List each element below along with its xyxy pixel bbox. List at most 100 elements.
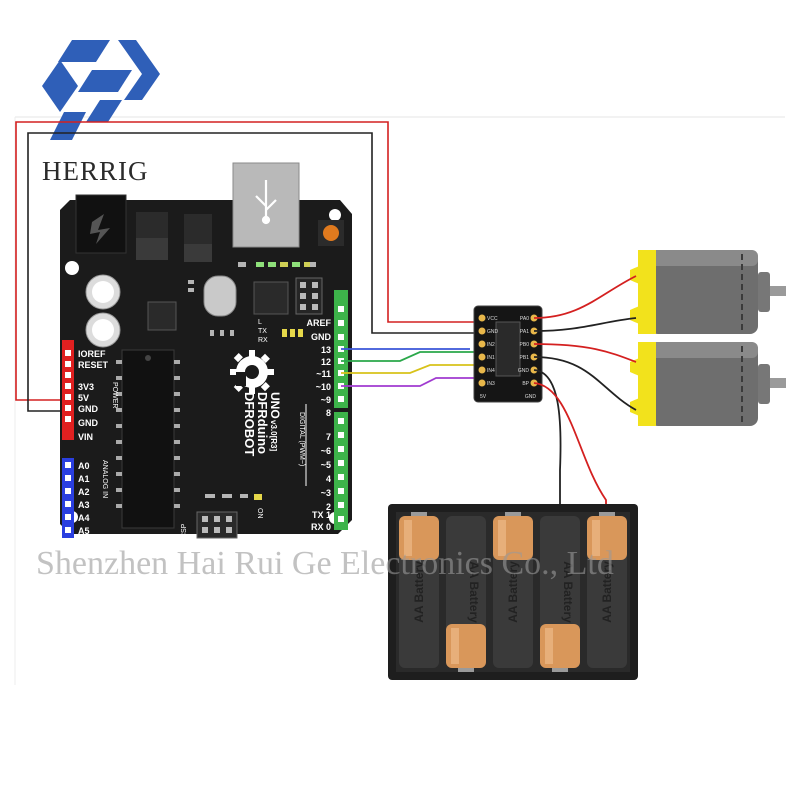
atmega-chip [121,349,175,529]
driver-pin-label: GND [518,368,530,374]
motor-driver-module: VCC GND IN2 IN1 IN4 IN3 PA0 PA1 PB0 PB1 … [473,305,543,403]
driver-pin-label: PB0 [520,342,530,348]
on-led [254,494,262,500]
digital-pin-label: ~5 [321,460,331,470]
power-pin-label: IOREF [78,349,106,359]
crystal [203,275,237,317]
dc-motor-bottom [630,342,786,426]
digital-pin-label: 13 [321,345,331,355]
power-bolt-icon [90,214,110,244]
usb-chip [253,281,289,315]
analog-pin-label: A3 [78,500,90,510]
digital-pin-label: AREF [307,318,332,328]
mount-hole [65,261,79,275]
power-jack [75,194,127,254]
led-rx-label: RX [258,337,268,344]
status-leds [256,262,312,337]
digital-pin-label: 8 [326,408,331,418]
digital-pin-label: ~6 [321,446,331,456]
led-tx-label: TX [258,328,267,335]
dc-motor-top [630,250,786,334]
aa-battery-cell: AA Battery [446,516,486,672]
regulator [136,212,168,238]
driver-pin-label: PA1 [520,329,529,335]
battery-red-wire [533,382,607,512]
driver-pin-label: IN2 [487,342,495,348]
aa-battery-cell: AA Battery [540,516,580,672]
usb-icon [255,180,277,225]
digital-pin-label: ~10 [316,382,331,392]
driver-pin-label: VCC [487,316,498,322]
watermark-text: Shenzhen Hai Rui Ge Electronics Co., Ltd [36,545,614,582]
digital-pin-label: ~3 [321,488,331,498]
driver-pin-label: IN3 [487,381,495,387]
power-section-label: POWER [111,382,118,408]
board-version: v3.0[R3] [269,420,278,451]
mount-hole [329,209,341,221]
battery-label: AA Battery [412,561,426,623]
analog-pin-label: A1 [78,474,90,484]
digital-pin-label: ~11 [316,369,331,379]
led-l-label: L [258,319,262,326]
motor-b-black-wire [533,356,637,411]
digital-section-label: DIGITAL (PWM~) [298,412,305,466]
motor-a-black-wire [533,317,637,332]
driver-pin-label: PA0 [520,316,529,322]
small-chip [147,301,177,331]
analog-header: A0 A1 A2 A3 A4 A5 ANALOG IN [62,458,108,538]
black-wire-gnd [27,132,476,412]
battery-cells: AA Battery AA Battery AA Battery AA Battery… [399,512,627,672]
digital-pin-label: RX 0 [311,522,331,532]
digital-pin-label: 4 [326,474,331,484]
red-wire-5v [15,121,476,401]
brand-name: HERRIG [42,156,149,186]
on-label: ON [256,508,263,519]
analog-pin-label: A2 [78,487,90,497]
green-wire-d12 [341,351,476,362]
power-pin-label: GND [78,418,99,428]
regulator [184,214,212,244]
digital-pin-label: TX 1 [312,510,331,520]
power-header: IOREF RESET 3V3 5V GND GND VIN POWER [62,340,118,442]
icsp-label: ICSP [181,523,188,540]
motor-a-red-wire [533,275,637,319]
analog-pin-label: A0 [78,461,90,471]
battery-label: AA Battery [561,561,575,623]
driver-pin-label: PB1 [520,355,530,361]
digital-pin-label: ~9 [321,395,331,405]
driver-bottom-right-label: GND [525,394,537,400]
battery-label: AA Battery [467,561,481,623]
power-pin-label: RESET [78,360,109,370]
driver-bottom-left-label: 5V [480,394,487,400]
battery-label: AA Battery [506,561,520,623]
digital-pin-label: 2 [326,502,331,512]
arduino-board: L TX RX [60,162,352,540]
power-pin-label: GND [78,404,99,414]
board-name-line3: UNO [268,392,282,419]
yellow-wire-d11 [341,364,476,374]
driver-pin-label: IN4 [487,368,495,374]
aa-battery-cell: AA Battery [493,512,533,668]
digital-pin-label: GND [311,332,332,342]
driver-pin-label: GND [487,329,499,335]
dfrobot-gear-icon [230,350,274,394]
board-name-line2: DFRduino [255,392,270,454]
analog-pin-label: A4 [78,513,90,523]
battery-black-wire [533,369,562,512]
purple-wire-d10 [341,377,476,387]
herrig-logo-icon [42,40,160,140]
driver-pin-label: IN1 [487,355,495,361]
chip-pins [116,360,180,508]
motor-b-red-wire [533,343,637,363]
analog-pin-label: A5 [78,526,90,536]
aa-battery-cell: AA Battery [587,512,627,668]
aa-battery-cell: AA Battery [399,512,439,668]
battery-label: AA Battery [600,561,614,623]
power-pin-label: 3V3 [78,382,94,392]
icsp-header-small [295,277,323,315]
power-pin-label: 5V [78,393,89,403]
analog-section-label: ANALOG IN [101,460,108,498]
driver-pin-label: BP [522,381,529,387]
board-name-line1: DFROBOT [242,392,257,456]
